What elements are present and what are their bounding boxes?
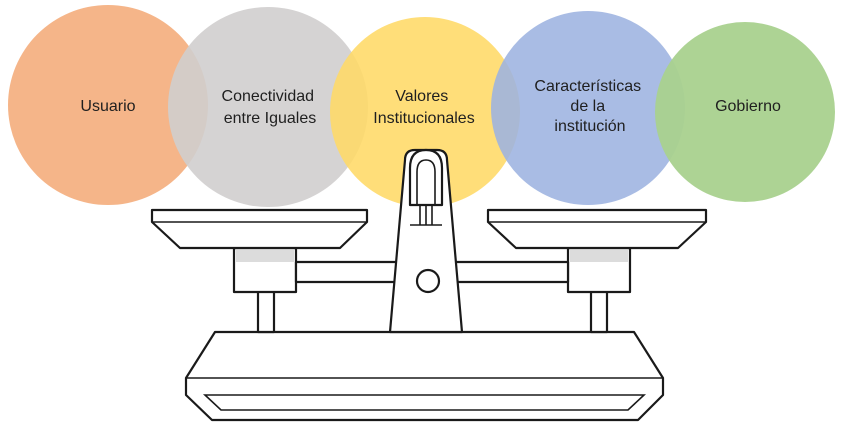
scale-right-hub-shade bbox=[570, 250, 628, 262]
circles-group bbox=[8, 5, 835, 207]
label-usuario: Usuario bbox=[80, 98, 135, 115]
label-line: institución bbox=[554, 118, 625, 135]
scale-right-pan bbox=[486, 208, 708, 250]
circle-valores bbox=[330, 17, 520, 207]
scale-pivot-knob bbox=[415, 268, 441, 294]
circle-conectividad bbox=[168, 7, 368, 207]
scale-column bbox=[388, 148, 464, 334]
scale-column-arch bbox=[408, 148, 444, 207]
label-line: entre Iguales bbox=[224, 110, 317, 127]
label-valores: Valores Institucionales bbox=[373, 88, 474, 127]
label-line: Usuario bbox=[80, 98, 135, 115]
scale-left-leg bbox=[256, 288, 276, 334]
scale-left-hub-shade bbox=[236, 250, 294, 262]
scale-column-arch-inner bbox=[416, 159, 436, 205]
label-conectividad: Conectividad entre Iguales bbox=[222, 88, 319, 127]
label-line: Características bbox=[534, 78, 641, 95]
scale-base-inner-panel bbox=[202, 394, 647, 411]
scale-base bbox=[184, 330, 665, 422]
label-line: Gobierno bbox=[715, 98, 781, 115]
circle-usuario bbox=[8, 5, 208, 205]
label-line: Institucionales bbox=[373, 110, 474, 127]
circle-gobierno bbox=[655, 22, 835, 202]
label-caracteristicas: Características de la institución bbox=[534, 78, 645, 135]
scale-column-slot-lines bbox=[410, 205, 442, 226]
scale-right-leg bbox=[589, 288, 609, 334]
label-line: de la bbox=[570, 98, 605, 115]
circle-labels: Usuario Conectividad entre Iguales Valor… bbox=[80, 78, 781, 135]
label-line: Valores bbox=[395, 88, 448, 105]
balance-scale bbox=[150, 148, 708, 422]
label-gobierno: Gobierno bbox=[715, 98, 781, 115]
label-line: Conectividad bbox=[222, 88, 315, 105]
circle-caracteristicas bbox=[491, 11, 685, 205]
scale-left-pan bbox=[150, 208, 369, 250]
